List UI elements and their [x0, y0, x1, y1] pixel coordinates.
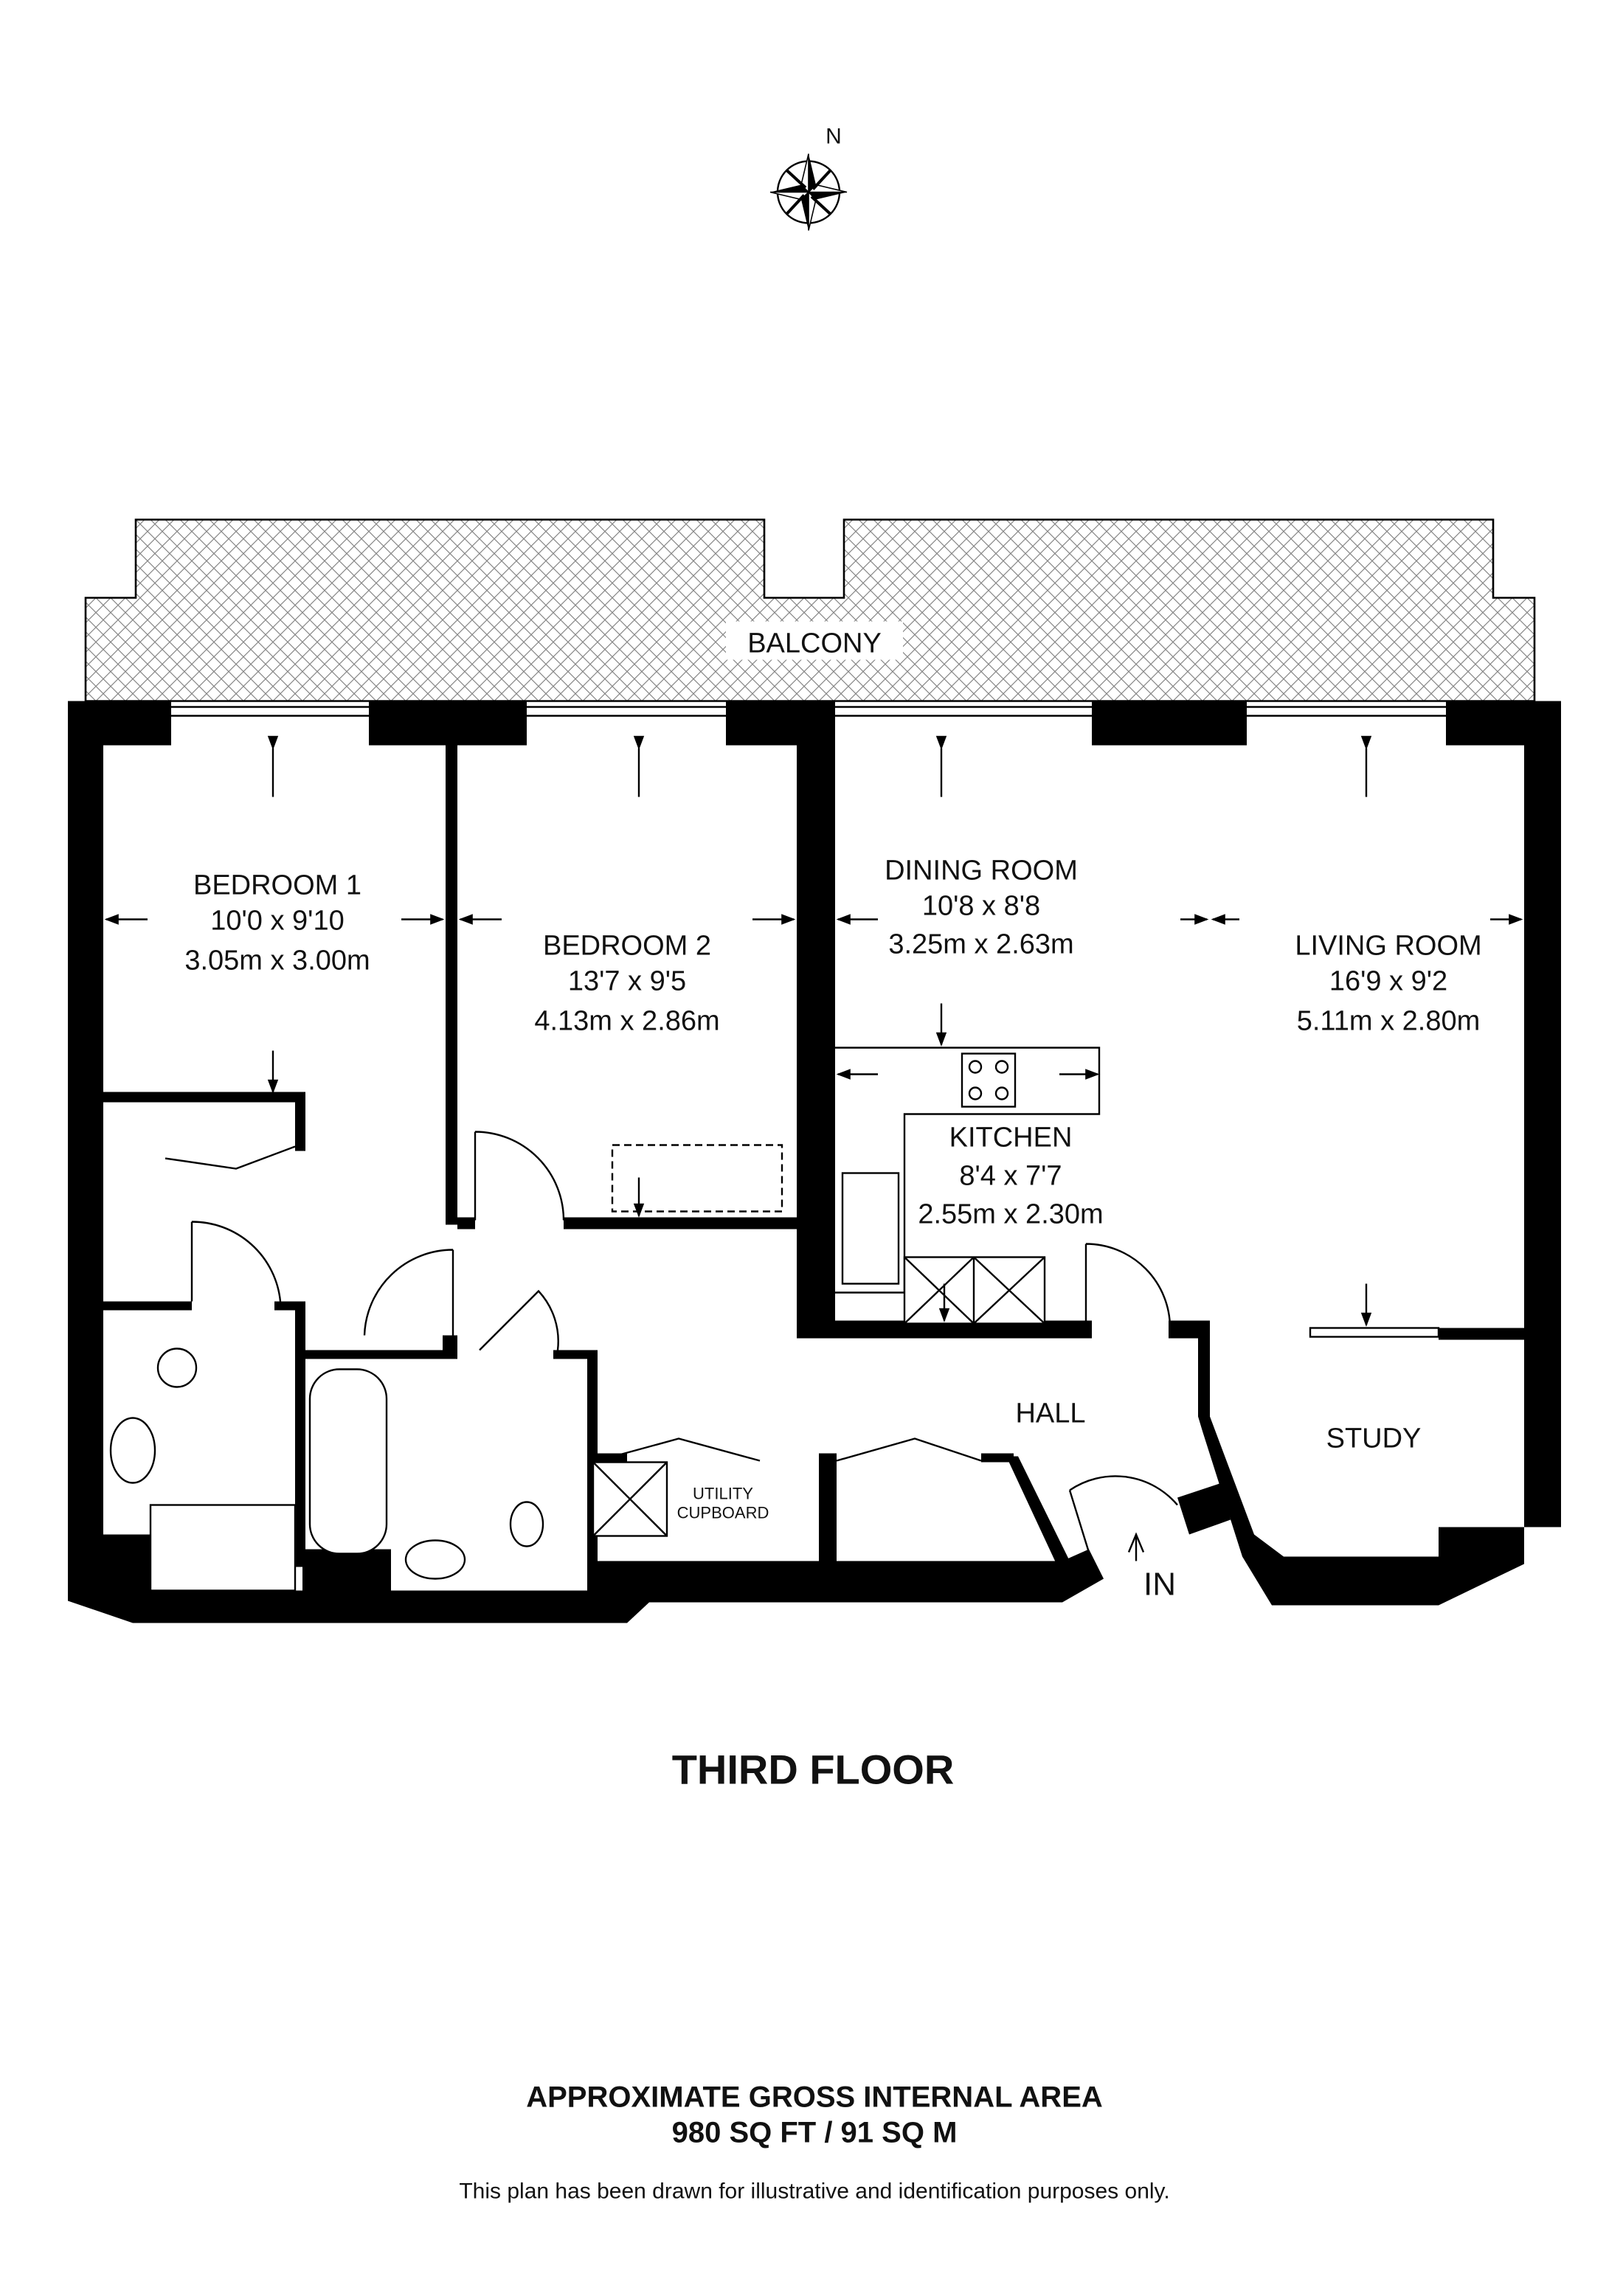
- kitchen-units: [611, 1047, 1101, 1325]
- study-name: STUDY: [1326, 1423, 1422, 1454]
- utility-label-line1: UTILITY: [693, 1485, 753, 1503]
- bedroom1-name: BEDROOM 1: [193, 870, 361, 901]
- hall-name: HALL: [1015, 1398, 1085, 1429]
- living-metric: 5.11m x 2.80m: [1297, 1006, 1481, 1037]
- bedroom1-metric: 3.05m x 3.00m: [184, 946, 370, 977]
- floor-title: THIRD FLOOR: [672, 1747, 955, 1793]
- dining-metric: 3.25m x 2.63m: [888, 929, 1073, 960]
- kitchen-name: KITCHEN: [949, 1123, 1073, 1154]
- dimension-arrows: [104, 735, 1523, 1327]
- bathroom-fixtures: [109, 1348, 668, 1592]
- compass-north-label: N: [826, 125, 842, 149]
- bedroom2-name: BEDROOM 2: [543, 931, 711, 962]
- kitchen-imperial: 8'4 x 7'7: [959, 1161, 1062, 1192]
- balcony-area: [84, 518, 1536, 702]
- bedroom1-imperial: 10'0 x 9'10: [210, 906, 344, 937]
- doors: [165, 1131, 1178, 1572]
- bedroom2-metric: 4.13m x 2.86m: [534, 1006, 719, 1037]
- living-name: LIVING ROOM: [1295, 931, 1481, 962]
- dining-imperial: 10'8 x 8'8: [922, 891, 1040, 922]
- disclaimer: This plan has been drawn for illustrativ…: [459, 2179, 1169, 2204]
- living-imperial: 16'9 x 9'2: [1329, 966, 1447, 997]
- study-divider: [1309, 1327, 1440, 1338]
- area-heading: APPROXIMATE GROSS INTERNAL AREA: [526, 2081, 1103, 2114]
- bedroom2-imperial: 13'7 x 9'5: [568, 966, 686, 997]
- area-value: 980 SQ FT / 91 SQ M: [672, 2117, 958, 2149]
- dining-name: DINING ROOM: [885, 856, 1078, 887]
- compass-icon: [769, 153, 848, 231]
- entrance-label: IN: [1143, 1567, 1176, 1603]
- utility-label-line2: CUPBOARD: [677, 1504, 769, 1522]
- entrance-arrow-icon: [1127, 1532, 1145, 1561]
- balcony-label: BALCONY: [747, 628, 882, 659]
- walls: [68, 701, 1561, 1623]
- kitchen-metric: 2.55m x 2.30m: [918, 1199, 1103, 1230]
